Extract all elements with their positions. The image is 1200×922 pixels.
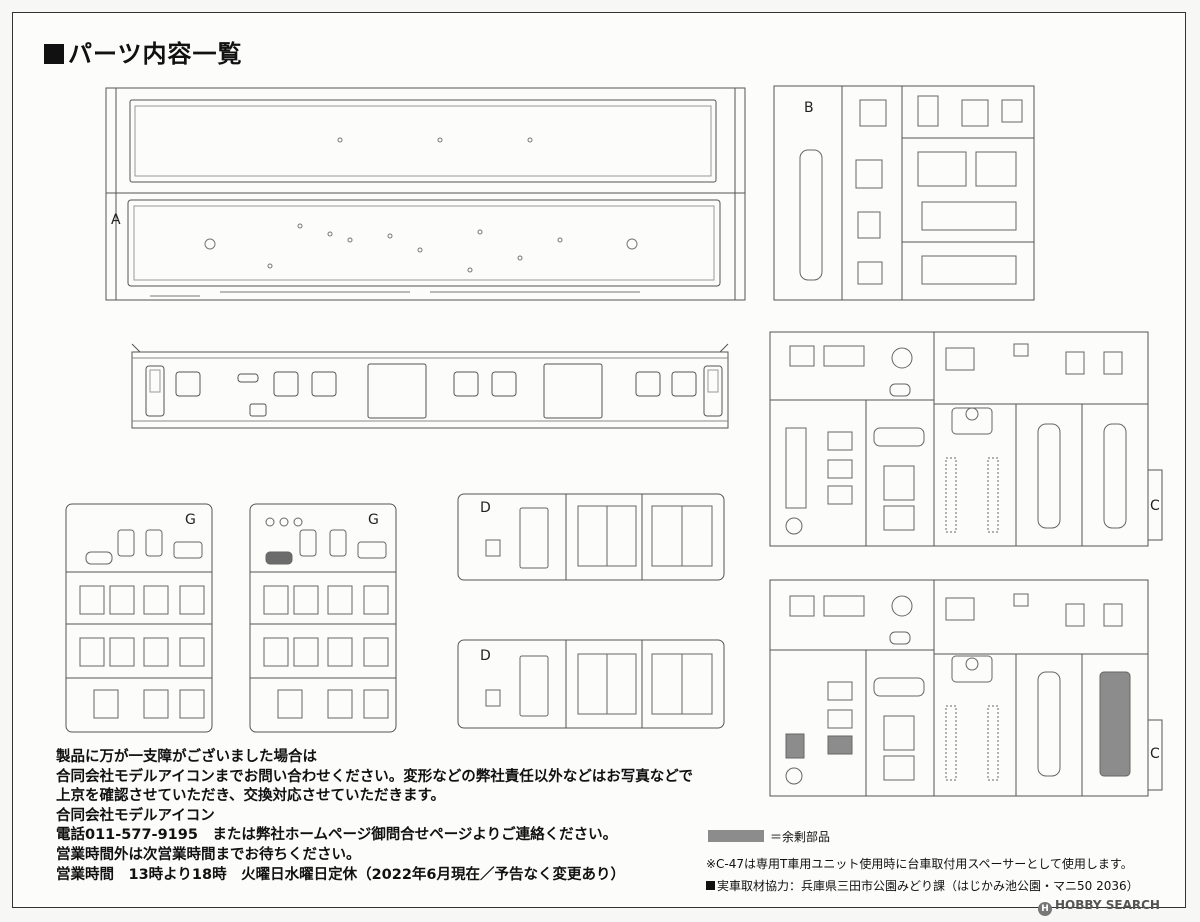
- body-side-part: [132, 344, 728, 428]
- watermark-text: HOBBY SEARCH: [1055, 898, 1160, 912]
- surplus-legend: ＝余剰部品: [708, 828, 830, 845]
- hobbysearch-logo-icon: H: [1038, 902, 1052, 916]
- surplus-legend-label: ＝余剰部品: [770, 830, 831, 844]
- notes-line-5: 電話011-577-9195 または弊社ホームページ御問合せページよりご連絡くだ…: [56, 827, 618, 844]
- sprue-c-upper: [770, 332, 1162, 546]
- sprue-g-right: [250, 504, 396, 732]
- sprue-label-g-right: G: [368, 512, 379, 528]
- sprue-label-d-lower: D: [480, 648, 491, 664]
- floor-part: [128, 200, 720, 286]
- sprue-c-lower: [770, 580, 1162, 796]
- sprue-d-upper: [458, 494, 724, 580]
- coop-square-icon: [706, 881, 715, 890]
- sprue-label-c-lower: C: [1150, 746, 1160, 762]
- sprue-label-c-upper: C: [1150, 498, 1160, 514]
- sprue-label-b: B: [804, 100, 814, 116]
- sprue-label-a: A: [111, 212, 121, 228]
- sprue-label-d-upper: D: [480, 500, 491, 516]
- notes-line-2: 合同会社モデルアイコンまでお問い合わせください。変形などの弊社責任以外などはお写…: [56, 768, 693, 785]
- note-cooperation: 実車取材協力：兵庫県三田市公園みどり課（はじかみ池公園・マニ50 2036）: [706, 877, 1139, 894]
- notes-line-3: 上京を確認させていただき、交換対応させていただきます。: [56, 788, 446, 805]
- sprue-b: [774, 86, 1034, 300]
- surplus-swatch: [708, 830, 764, 842]
- page-title: パーツ内容一覧: [44, 34, 243, 69]
- page-frame: [12, 12, 1186, 908]
- notes-line-4: 合同会社モデルアイコン: [56, 807, 215, 824]
- sprue-g-left: [66, 504, 212, 732]
- title-square-icon: [44, 44, 64, 64]
- note-cooperation-text: 実車取材協力：兵庫県三田市公園みどり課（はじかみ池公園・マニ50 2036）: [717, 879, 1139, 893]
- notes-line-7: 営業時間 13時より18時 火曜日水曜日定休（2022年6月現在／予告なく変更あ…: [56, 866, 626, 883]
- sprue-a: [106, 88, 745, 300]
- note-c47: ※C-47は専用T車用ユニット使用時に台車取付用スペーサーとして使用します。: [706, 857, 1133, 871]
- notes-line-6: 営業時間外は次営業時間までお待ちください。: [56, 846, 361, 863]
- support-notes: 製品に万が一支障がございました場合は 合同会社モデルアイコンまでお問い合わせくだ…: [56, 748, 693, 885]
- notes-line-1: 製品に万が一支障がございました場合は: [56, 749, 317, 765]
- title-text: パーツ内容一覧: [68, 40, 243, 68]
- sprue-d-lower: [458, 640, 724, 728]
- sprue-label-g-left: G: [185, 512, 196, 528]
- roof-part: [130, 100, 716, 182]
